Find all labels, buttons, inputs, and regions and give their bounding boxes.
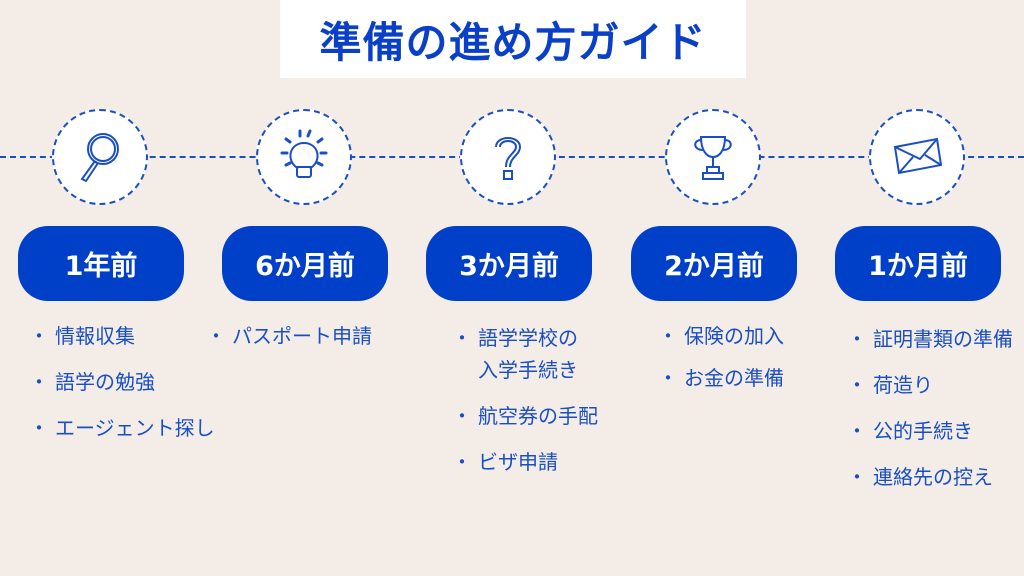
step-pill-3: 3か月前 xyxy=(426,226,592,301)
list-item: エージェント探し xyxy=(29,415,215,442)
list-item: ビザ申請 xyxy=(452,446,598,478)
trophy-icon xyxy=(665,109,761,205)
list-item: お金の準備 xyxy=(658,365,784,392)
step-pill-1: 1年前 xyxy=(18,226,184,301)
list-item: 航空券の手配 xyxy=(452,400,598,432)
step-4-list: 保険の加入 お金の準備 xyxy=(658,323,784,411)
envelope-icon xyxy=(869,109,965,205)
step-2-list: パスポート申請 xyxy=(206,323,372,369)
question-icon xyxy=(460,109,556,205)
list-item: 証明書類の準備 xyxy=(847,326,1013,353)
page-title: 準備の進め方ガイド xyxy=(319,17,707,67)
step-3-list: 語学学校の 入学手続き 航空券の手配 ビザ申請 xyxy=(452,322,598,497)
step-pill-5: 1か月前 xyxy=(835,226,1001,301)
step-pill-2: 6か月前 xyxy=(222,226,388,301)
step-5-list: 証明書類の準備 荷造り 公的手続き 連絡先の控え xyxy=(847,326,1013,510)
lightbulb-icon xyxy=(256,109,352,205)
list-item: パスポート申請 xyxy=(206,323,372,350)
list-item: 情報収集 xyxy=(29,323,215,350)
magnifier-icon xyxy=(52,109,148,205)
list-item: 語学の勉強 xyxy=(29,369,215,396)
title-box: 準備の進め方ガイド xyxy=(280,0,746,78)
list-item: 語学学校の 入学手続き xyxy=(452,322,598,386)
list-item: 公的手続き xyxy=(847,418,1013,445)
step-pill-4: 2か月前 xyxy=(631,226,797,301)
step-1-list: 情報収集 語学の勉強 エージェント探し xyxy=(29,323,215,461)
list-item: 荷造り xyxy=(847,372,1013,399)
list-item: 連絡先の控え xyxy=(847,464,1013,491)
list-item: 保険の加入 xyxy=(658,323,784,350)
